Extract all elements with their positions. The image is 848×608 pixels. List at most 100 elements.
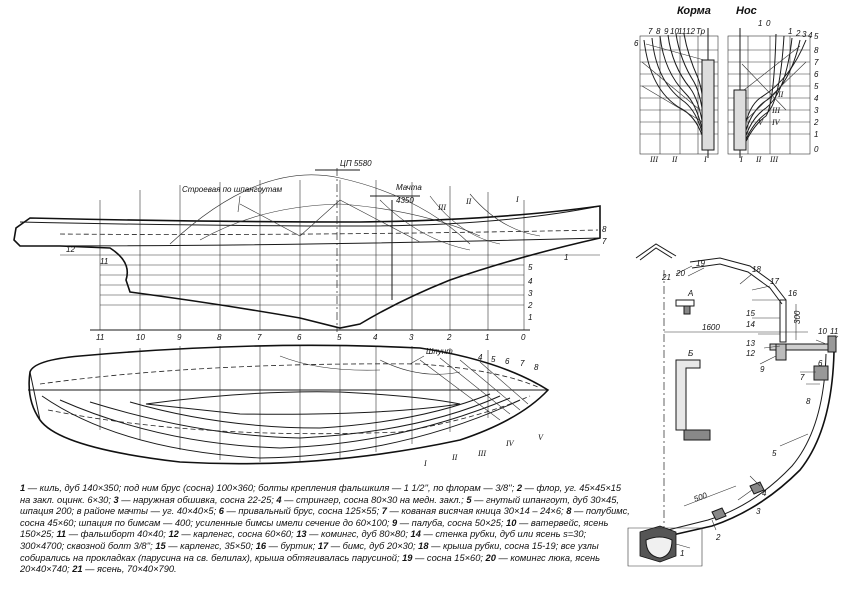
plan-view: Шпунт 4 5 6 7 8 I II III IV V bbox=[28, 344, 550, 468]
sheer-label: Строевая по шпангоутам bbox=[182, 185, 283, 194]
legend-item-number: 6 bbox=[218, 506, 224, 517]
profile-scale-label: 3 bbox=[528, 289, 533, 298]
legend-item-text: — стрингер, сосна 80×30 на медн. закл.; bbox=[281, 494, 467, 505]
stern-top-label: 9 bbox=[664, 27, 669, 36]
legend-item-number: 18 bbox=[418, 540, 429, 551]
bow-top-label: 4 bbox=[808, 31, 813, 40]
bow-title: Нос bbox=[736, 5, 757, 17]
legend-item: 15 — карленгс, 35×50; bbox=[155, 541, 255, 551]
legend-item: 17 — бимс, дуб 20×30; bbox=[318, 541, 418, 551]
legend-item-number: 1 bbox=[20, 483, 26, 493]
legend-item-number: 9 bbox=[392, 517, 398, 528]
legend-item-text: — крыша рубки, сосна 15-19; все узлы соб… bbox=[20, 540, 599, 563]
view-b-label: Б bbox=[688, 349, 693, 358]
waterline-label: 8 bbox=[814, 46, 819, 55]
legend-item-number: 12 bbox=[168, 529, 179, 540]
stern-top-label: 8 bbox=[656, 27, 661, 36]
part-label: 15 bbox=[746, 309, 755, 318]
plan-station-label: 4 bbox=[478, 353, 483, 362]
cp-label: ЦП 5580 bbox=[340, 159, 372, 168]
legend-item-text: — наружная обшивка, сосна 22-25; bbox=[118, 494, 277, 505]
bow-top-label: 2 bbox=[795, 29, 801, 38]
legend-item-number: 13 bbox=[296, 529, 307, 540]
legend-item: 20 — комингс люка, ясень 20×40×740; bbox=[20, 553, 600, 575]
legend-item-number: 21 bbox=[72, 564, 83, 575]
part-label: 9 bbox=[760, 365, 765, 374]
part-label: 1 bbox=[680, 549, 684, 558]
legend-item: 18 — крыша рубки, сосна 15-19; все узлы … bbox=[20, 541, 599, 563]
station-label: 0 bbox=[521, 333, 526, 342]
profile-roman-label: II bbox=[465, 197, 472, 206]
station-label: 11 bbox=[96, 333, 104, 342]
legend-item: 19 — сосна 15×60; bbox=[402, 553, 485, 563]
legend-item: 14 — стенка рубки, дуб или ясень s=30; 3… bbox=[20, 529, 586, 551]
legend-item-number: 5 bbox=[466, 494, 472, 505]
part-label: 14 bbox=[746, 320, 755, 329]
legend-item: 6 — привальный брус, сосна 125×55; bbox=[219, 506, 382, 516]
waterline-label: 6 bbox=[814, 70, 819, 79]
bow-top-label: 1 bbox=[758, 19, 762, 28]
plan-roman-label: III bbox=[477, 449, 486, 458]
stern-top-label: 12 bbox=[686, 27, 695, 36]
legend-item-text: — сосна 15×60; bbox=[412, 552, 486, 563]
station-label: 7 bbox=[257, 333, 262, 342]
plan-station-label: 5 bbox=[491, 355, 496, 364]
profile-wl-label: 8 bbox=[602, 225, 607, 234]
part-label: 7 bbox=[800, 373, 805, 382]
plan-roman-label: V bbox=[538, 433, 544, 442]
legend-item-number: 16 bbox=[255, 540, 267, 551]
bow-top-label: 1 bbox=[788, 27, 792, 36]
legend-item-text: — гнутый шпангоут, дуб 30×45, шпация 200… bbox=[20, 494, 619, 517]
bow-bottom-label: I bbox=[739, 155, 743, 164]
plan-roman-label: II bbox=[451, 453, 458, 462]
part-label: 18 bbox=[752, 265, 761, 274]
bow-inner-label: III bbox=[771, 106, 780, 115]
legend-item-number: 17 bbox=[317, 540, 329, 551]
waterline-label: 1 bbox=[814, 130, 818, 139]
bow-bottom-label: II bbox=[755, 155, 762, 164]
profile-scale-label: 4 bbox=[528, 277, 533, 286]
station-label: 2 bbox=[446, 333, 452, 342]
part-label: 11 bbox=[830, 327, 838, 336]
legend-item: 1 — киль, дуб 140×350; под ним брус (сос… bbox=[20, 483, 517, 493]
waterline-label: 3 bbox=[814, 106, 819, 115]
stern-bottom-label: III bbox=[649, 155, 658, 164]
legend-item: 21 — ясень, 70×40×790. bbox=[72, 564, 176, 574]
plan-station-label: 7 bbox=[520, 359, 525, 368]
legend-item: 8 — полубимс, сосна 45×60; шпация по бим… bbox=[20, 506, 630, 528]
legend-item-text: — палуба, сосна 50×25; bbox=[397, 517, 507, 528]
profile-scale-label: 2 bbox=[527, 301, 533, 310]
legend-item-text: — ясень, 70×40×790. bbox=[82, 564, 177, 575]
waterline-label: 5 bbox=[814, 82, 819, 91]
bow-inner-label: II bbox=[777, 90, 784, 99]
station-label: 9 bbox=[177, 333, 182, 342]
stern-bottom-label: II bbox=[671, 155, 678, 164]
dim-300: 300 bbox=[793, 310, 802, 324]
midship-part-labels: 21 20 19 18 17 16 15 14 13 12 9 10 11 7 … bbox=[661, 259, 838, 558]
legend-item: 12 — карленгс, сосна 60×60; bbox=[168, 529, 296, 539]
legend-item-text: — буртик; bbox=[266, 540, 318, 551]
stern-side-label: 6 bbox=[634, 39, 639, 48]
profile-left-label: 11 bbox=[100, 257, 108, 266]
legend-item: 4 — стрингер, сосна 80×30 на медн. закл.… bbox=[276, 495, 466, 505]
stern-top-label: 10 bbox=[670, 27, 679, 36]
legend-item-number: 4 bbox=[276, 494, 282, 505]
legend-item-text: — комингс, дуб 80×80; bbox=[306, 529, 411, 540]
mast-label: Мачта bbox=[396, 183, 422, 192]
legend-item-number: 15 bbox=[155, 540, 166, 551]
legend-item: 13 — комингс, дуб 80×80; bbox=[296, 529, 410, 539]
profile-roman-label: I bbox=[515, 195, 519, 204]
part-label: 19 bbox=[696, 259, 705, 268]
part-label: 3 bbox=[756, 507, 761, 516]
legend-item-number: 14 bbox=[410, 529, 421, 540]
legend-item-text: — полубимс, сосна 45×60; шпация по бимса… bbox=[20, 506, 630, 528]
legend-item: 11 — фальшборт 40×40; bbox=[56, 529, 168, 539]
bow-top-label: 3 bbox=[802, 30, 807, 39]
legend-item-text: — ватервейс, ясень 150×25; bbox=[20, 517, 609, 540]
legend-item-number: 7 bbox=[381, 506, 387, 517]
midship-section: 1600 300 500 А Б bbox=[627, 243, 839, 567]
mast-value: 4350 bbox=[396, 196, 414, 205]
legend-item: 5 — гнутый шпангоут, дуб 30×45, шпация 2… bbox=[20, 495, 619, 517]
legend-item-number: 10 bbox=[506, 517, 517, 528]
plan-roman-label: IV bbox=[505, 439, 515, 448]
